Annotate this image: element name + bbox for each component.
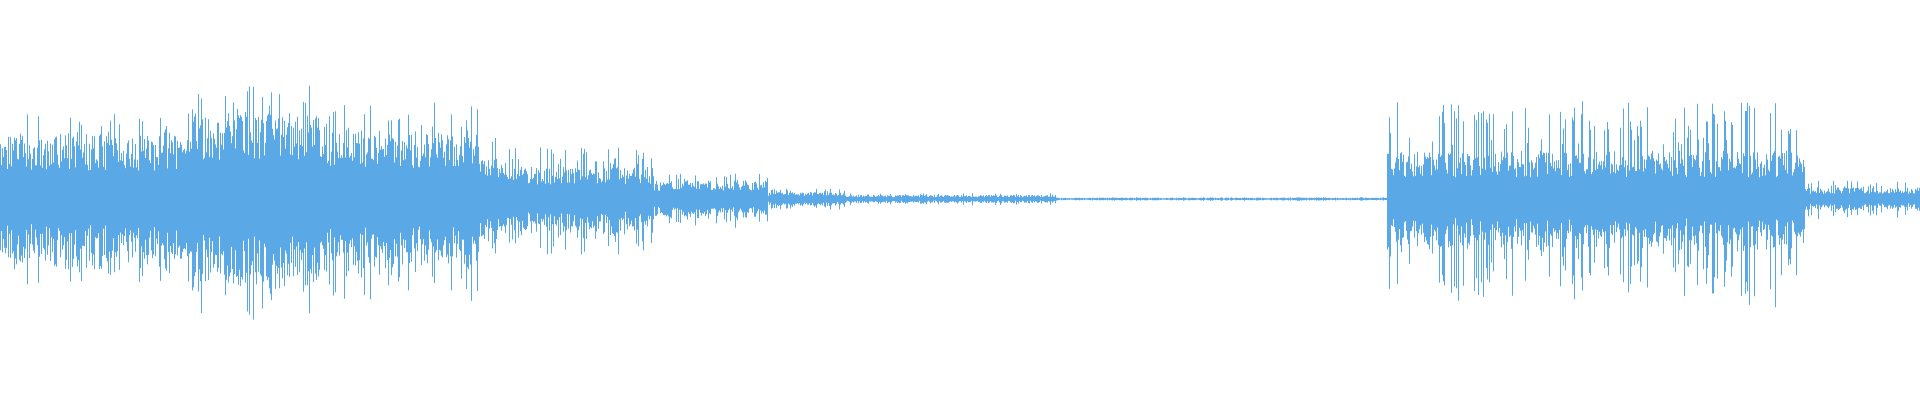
waveform-samples: [0, 85, 1920, 320]
